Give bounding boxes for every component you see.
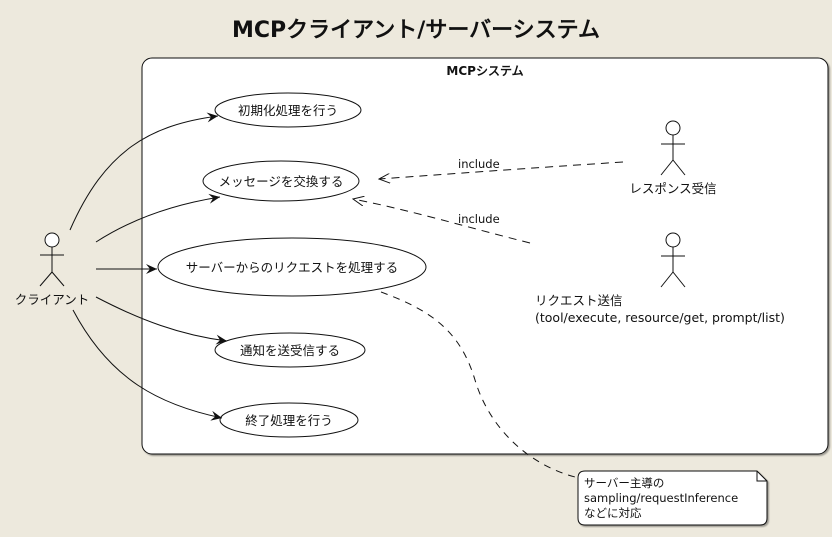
actor-head-icon	[665, 232, 681, 248]
system-label: MCPシステム	[446, 64, 523, 78]
note-line-1: サーバー主導の	[584, 476, 664, 490]
include-label-2: include	[458, 212, 500, 226]
note-line-3: などに対応	[584, 506, 642, 520]
note-line-2: sampling/requestInference	[584, 491, 738, 505]
note[interactable]: サーバー主導の sampling/requestInference などに対応	[577, 470, 768, 526]
include-label-1: include	[458, 157, 500, 171]
actor-head-icon	[665, 120, 681, 136]
actor-response-label: レスポンス受信	[629, 181, 716, 196]
use-case-exchange[interactable]: メッセージを交換する	[202, 160, 360, 202]
association-client-exchange	[95, 193, 221, 243]
use-case-handle[interactable]: サーバーからのリクエストを処理する	[157, 237, 427, 297]
note-fold-icon	[756, 471, 767, 482]
actor-request-label-line2: (tool/execute, resource/get, prompt/list…	[535, 310, 785, 325]
actor-head-icon	[44, 232, 60, 248]
actor-response[interactable]	[660, 120, 686, 176]
actor-request-label-line1: リクエスト送信	[535, 293, 623, 308]
association-client-init	[69, 112, 219, 231]
diagram-title: MCPクライアント/サーバーシステム	[232, 18, 600, 43]
use-case-init[interactable]: 初期化処理を行う	[214, 92, 362, 128]
use-case-label: メッセージを交換する	[219, 174, 344, 189]
include-response-exchange	[379, 161, 624, 179]
actor-request[interactable]	[660, 232, 686, 288]
association-client-notify	[95, 296, 228, 345]
use-case-notify[interactable]: 通知を送受信する	[214, 332, 366, 368]
actor-client-label: クライアント	[15, 292, 90, 307]
actor-client[interactable]	[39, 232, 65, 287]
include-request-exchange	[353, 199, 531, 244]
use-case-terminate[interactable]: 終了処理を行う	[219, 402, 359, 438]
association-client-terminate	[72, 309, 223, 421]
use-case-label: サーバーからのリクエストを処理する	[186, 260, 398, 275]
use-case-label: 終了処理を行う	[245, 413, 333, 428]
use-case-label: 初期化処理を行う	[238, 103, 338, 118]
use-case-label: 通知を送受信する	[240, 343, 340, 358]
note-connector	[380, 291, 576, 478]
